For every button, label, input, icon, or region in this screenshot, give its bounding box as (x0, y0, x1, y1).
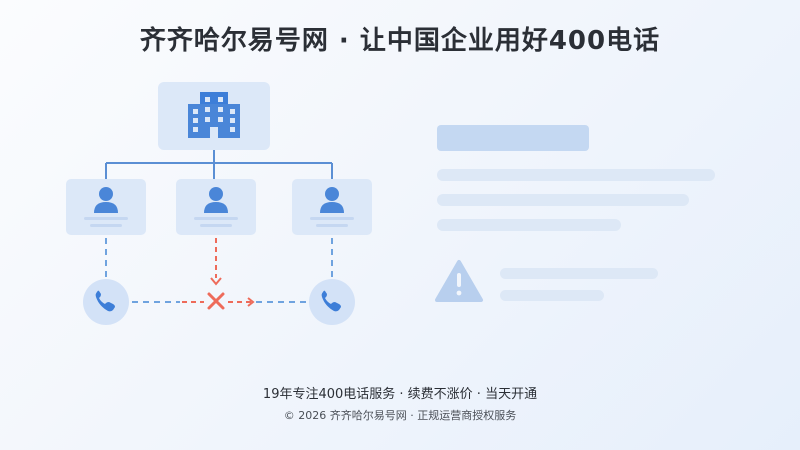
user-icon (94, 187, 118, 213)
building-icon (188, 92, 240, 138)
phone-connection (132, 297, 306, 307)
employee-card (176, 179, 256, 235)
footer-tagline: 19年专注400电话服务 · 续费不涨价 · 当天开通 (262, 387, 538, 402)
failed-link (210, 238, 222, 286)
phone-icon (309, 279, 355, 325)
company-card (158, 82, 270, 150)
footer-copyright: © 2026 齐齐哈尔易号网 · 正规运营商授权服务 (283, 409, 517, 422)
user-icon (204, 187, 228, 213)
warning-placeholder (500, 268, 658, 301)
org-connectors (105, 150, 333, 180)
warning-icon (435, 260, 483, 302)
employee-card (292, 179, 372, 235)
close-icon (207, 292, 225, 310)
content-placeholder (437, 125, 715, 231)
employee-card (66, 179, 146, 235)
phone-icon (83, 279, 129, 325)
user-icon (320, 187, 344, 213)
page-title: 齐齐哈尔易号网 · 让中国企业用好400电话 (139, 26, 661, 56)
